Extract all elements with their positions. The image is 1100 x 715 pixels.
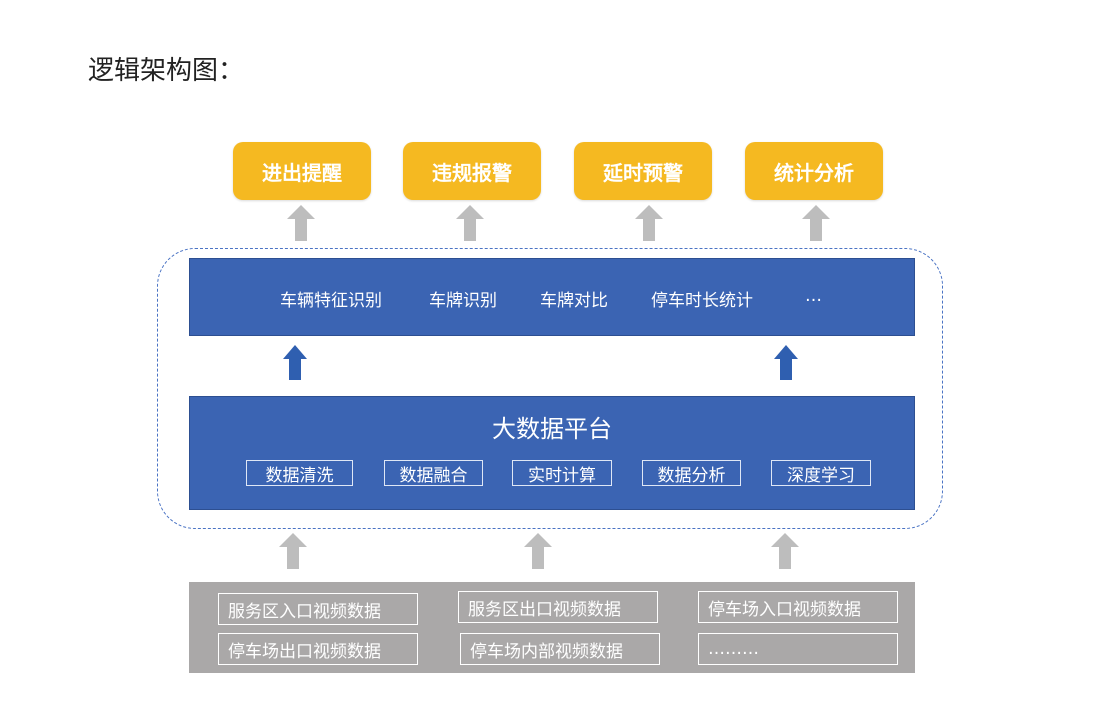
platform-title: 大数据平台 — [492, 415, 612, 443]
capability-tag: 数据清洗 — [246, 460, 353, 486]
app-box-delay-warning: 延时预警 — [574, 142, 712, 200]
page-title: 逻辑架构图： — [88, 56, 245, 86]
function-item: 车牌识别 — [429, 291, 497, 311]
source-item: 服务区入口视频数据 — [218, 593, 418, 625]
source-item: ……… — [698, 633, 898, 665]
source-item: 停车场出口视频数据 — [218, 633, 418, 665]
function-item: … — [805, 286, 822, 306]
app-box-statistics: 统计分析 — [745, 142, 883, 200]
source-item: 停车场入口视频数据 — [698, 591, 898, 623]
capability-tag: 数据分析 — [642, 460, 741, 486]
function-item: 车牌对比 — [540, 291, 608, 311]
big-data-platform: 大数据平台 数据清洗 数据融合 实时计算 数据分析 深度学习 — [189, 396, 915, 510]
capability-tag: 实时计算 — [512, 460, 612, 486]
data-source-layer: 服务区入口视频数据 服务区出口视频数据 停车场入口视频数据 停车场出口视频数据 … — [189, 582, 915, 673]
source-item: 停车场内部视频数据 — [460, 633, 660, 665]
source-item: 服务区出口视频数据 — [458, 591, 658, 623]
capability-tag: 深度学习 — [771, 460, 871, 486]
app-box-violation-alarm: 违规报警 — [403, 142, 541, 200]
app-box-entry-exit-alert: 进出提醒 — [233, 142, 371, 200]
function-item: 停车时长统计 — [651, 291, 753, 311]
function-layer: 车辆特征识别 车牌识别 车牌对比 停车时长统计 … — [189, 258, 915, 336]
function-item: 车辆特征识别 — [280, 291, 382, 311]
platform-dashed-frame — [157, 248, 943, 529]
capability-tag: 数据融合 — [384, 460, 483, 486]
